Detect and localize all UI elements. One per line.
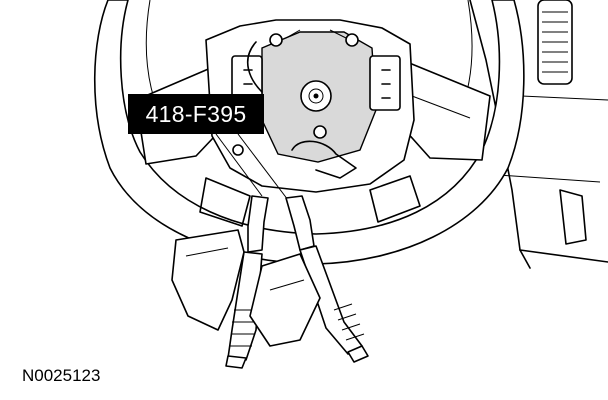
tool-shaft-right — [285, 195, 369, 363]
steering-hub — [205, 19, 415, 193]
tool-shaft-left — [225, 195, 269, 369]
tool-number-label: 418-F395 — [128, 94, 264, 134]
cloth-cover — [171, 229, 321, 347]
callout-leader — [215, 133, 289, 201]
vent-grille — [537, 0, 573, 85]
figure-number: N0025123 — [22, 366, 101, 385]
